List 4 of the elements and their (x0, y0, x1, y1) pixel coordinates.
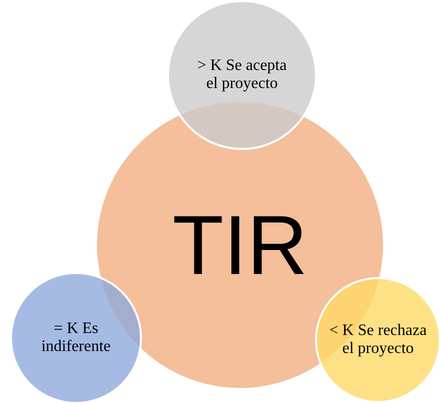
circle-label: = K Es indiferente (40, 320, 112, 356)
center-title: TIR (172, 196, 308, 294)
circle-label: > K Se acepta el proyecto (196, 56, 288, 94)
circle-label: < K Se rechaza el proyecto (328, 322, 428, 358)
